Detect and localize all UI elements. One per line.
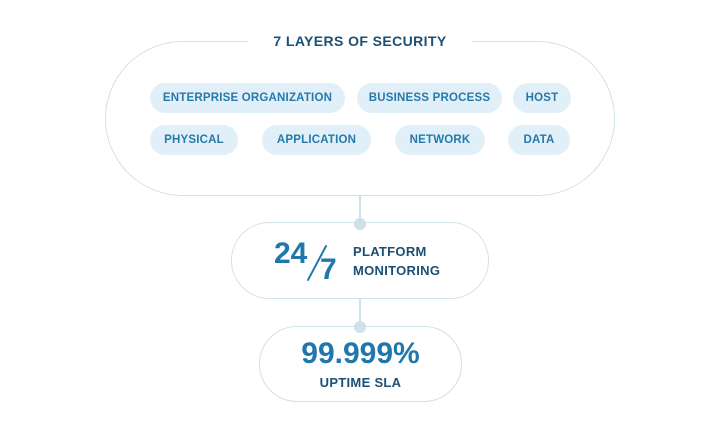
layer-data: DATA bbox=[508, 125, 570, 155]
monitoring-number-24: 24 bbox=[274, 237, 308, 270]
layer-network: NETWORK bbox=[395, 125, 485, 155]
layer-enterprise-organization: ENTERPRISE ORGANIZATION bbox=[150, 83, 345, 113]
monitoring-number-7: 7 bbox=[320, 253, 337, 286]
security-layers-container bbox=[105, 41, 615, 196]
sla-label: UPTIME SLA bbox=[319, 375, 402, 390]
monitoring-box: 24 7 PLATFORM MONITORING bbox=[231, 222, 489, 299]
layer-application: APPLICATION bbox=[262, 125, 371, 155]
connector-dot bbox=[354, 321, 366, 333]
sla-box: 99.999% UPTIME SLA bbox=[259, 326, 462, 402]
monitoring-label-line2: MONITORING bbox=[353, 263, 441, 278]
layer-business-process: BUSINESS PROCESS bbox=[357, 83, 502, 113]
layer-host: HOST bbox=[513, 83, 571, 113]
connector-line bbox=[359, 196, 361, 224]
section-title: 7 LAYERS OF SECURITY bbox=[248, 32, 472, 50]
layer-physical: PHYSICAL bbox=[150, 125, 238, 155]
sla-value: 99.999% bbox=[301, 337, 420, 370]
connector-line bbox=[359, 299, 361, 327]
connector-dot bbox=[354, 218, 366, 230]
monitoring-label-line1: PLATFORM bbox=[353, 244, 427, 259]
